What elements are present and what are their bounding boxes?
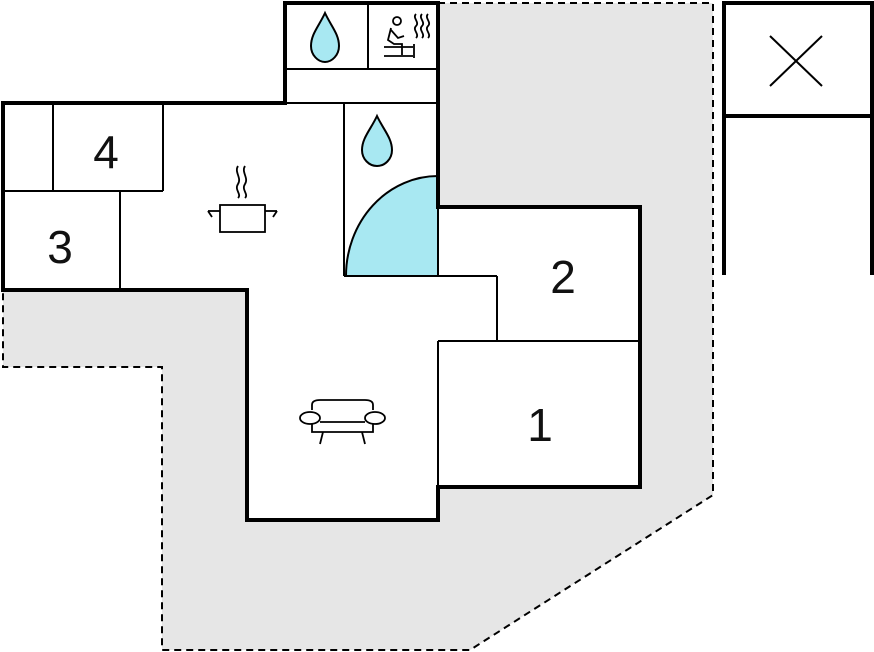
cooking-pot-icon — [207, 165, 278, 233]
room-label-1: 1 — [527, 399, 553, 451]
x-mark-icon — [769, 35, 823, 87]
exterior-walls — [1, 1, 642, 522]
carport — [722, 1, 874, 275]
sofa-icon — [299, 399, 386, 445]
terrace-outline — [2, 2, 714, 651]
room-label-2: 2 — [550, 251, 576, 303]
shower-area — [344, 174, 439, 277]
water-drop-icon — [360, 113, 394, 168]
water-drop-icon — [309, 10, 341, 64]
interior-walls — [3, 3, 640, 487]
room-label-4: 4 — [93, 126, 119, 178]
room-label-3: 3 — [47, 221, 73, 273]
sauna-icon — [384, 13, 431, 58]
